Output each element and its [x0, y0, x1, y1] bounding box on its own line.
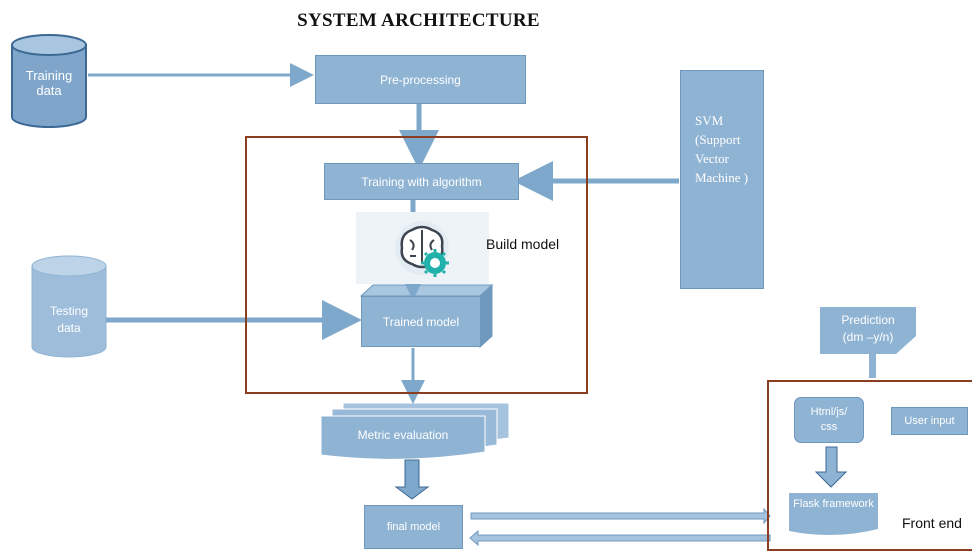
final-model-box: final model: [364, 505, 463, 549]
arrow-html-to-flask: [814, 446, 848, 488]
training-data-cylinder: [11, 34, 87, 128]
metric-evaluation-stack: [320, 402, 510, 460]
trained-model-box: Trained model: [361, 296, 481, 347]
training-data-label: Training data: [25, 68, 73, 98]
testing-data-cylinder: [31, 255, 107, 358]
front-end-label: Front end: [902, 515, 962, 531]
prediction-shape: [820, 307, 916, 354]
diagram-title: SYSTEM ARCHITECTURE: [297, 10, 540, 31]
testing-data-label: Testing data: [49, 304, 89, 335]
training-algorithm-label: Training with algorithm: [361, 174, 482, 189]
flask-framework-label: Flask framework: [793, 498, 874, 510]
build-model-label: Build model: [486, 236, 560, 252]
flask-shape: [789, 493, 878, 536]
user-input-box: User input: [891, 407, 968, 435]
arrow-frontend-to-final: [469, 529, 771, 547]
prediction-connector: [869, 354, 876, 378]
arrow-metric-to-final: [394, 459, 430, 500]
prediction-line1: Prediction: [841, 313, 895, 327]
final-model-label: final model: [386, 521, 441, 533]
svm-box: SVM (Support Vector Machine ): [680, 70, 764, 289]
build-model-frame: [245, 136, 588, 394]
brain-gear-icon: [356, 212, 489, 284]
svm-label: SVM (Support Vector Machine ): [695, 113, 749, 185]
trained-model-label: Trained model: [382, 314, 460, 329]
training-algorithm-box: Training with algorithm: [324, 163, 519, 200]
html-js-css-label: Html/js/ css: [810, 406, 848, 433]
arrow-final-to-frontend: [470, 507, 771, 525]
front-end-frame: [767, 380, 972, 551]
prediction-label: Prediction (dm –y/n): [820, 312, 916, 346]
preprocessing-box: Pre-processing: [315, 55, 526, 104]
html-js-css-box: Html/js/ css: [794, 397, 864, 443]
user-input-label: User input: [904, 415, 955, 427]
preprocessing-label: Pre-processing: [380, 72, 461, 87]
prediction-line2: (dm –y/n): [842, 330, 894, 344]
metric-evaluation-label: Metric evaluation: [357, 428, 449, 442]
